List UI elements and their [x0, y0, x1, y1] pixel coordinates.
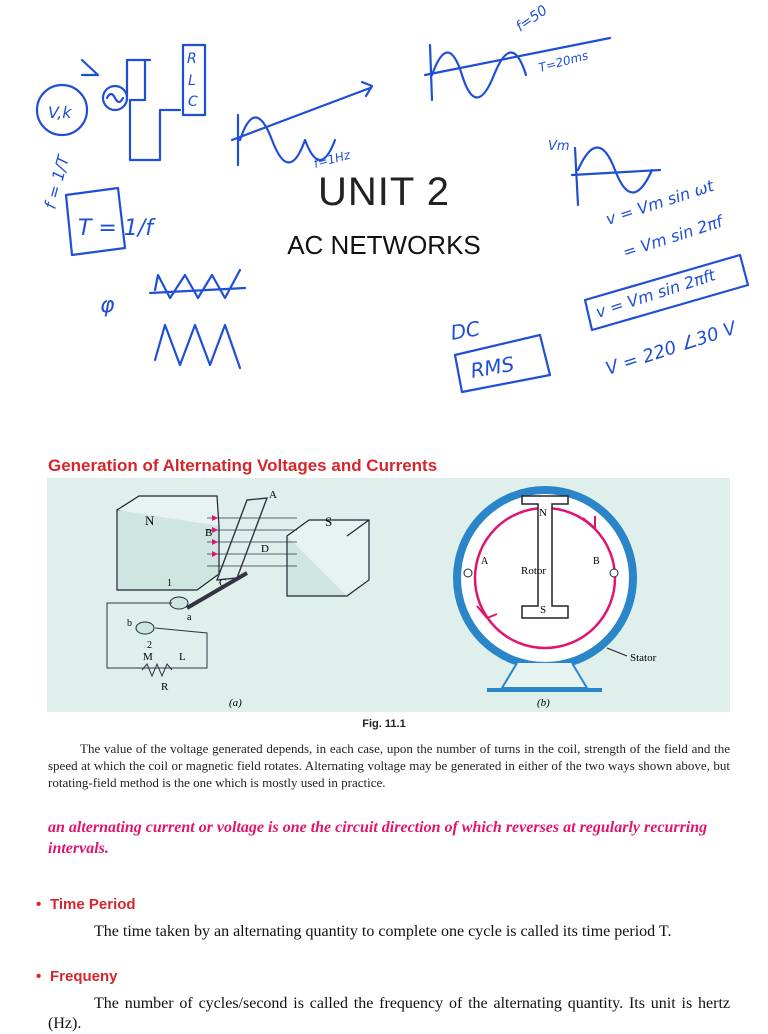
hand-sine-top	[423, 36, 612, 102]
hand-rms: RMS	[469, 352, 517, 383]
rotor-label: Rotor	[521, 565, 546, 577]
hand-source-wave	[105, 92, 125, 104]
hand-phi: φ	[100, 293, 115, 318]
figure-caption: Fig. 11.1	[362, 718, 406, 730]
terminal-b	[609, 568, 619, 578]
point-b-b-label: B	[593, 556, 600, 567]
figure-11-1: N S A B C D 1 a b 2	[47, 478, 730, 712]
bullet-time-period: • Time Period	[36, 896, 136, 913]
coil	[215, 497, 269, 581]
point-b-a-label: A	[481, 556, 489, 567]
rotor-pole-s: S	[540, 604, 546, 616]
point-d-label: D	[261, 543, 269, 555]
ring-label-a: a	[187, 612, 192, 623]
unit-subtitle: AC NETWORKS	[287, 230, 481, 260]
slip-ring-1	[169, 596, 189, 610]
unit-title: UNIT 2	[318, 170, 450, 214]
hand-phase-wave-1	[148, 268, 247, 300]
label-m: M	[143, 651, 153, 663]
bullet-heading-time-period: Time Period	[50, 896, 136, 913]
handwritten-annotations: V,k R L C f=50 T=20ms f=1Hz Vm f = 1/T T…	[35, 2, 750, 394]
hand-dc: DC	[449, 316, 482, 345]
hand-phase-wave-2	[153, 323, 242, 370]
shaft	[185, 571, 249, 610]
hand-tick	[80, 58, 100, 77]
hand-sine-center	[230, 80, 374, 167]
bullet-dot: •	[36, 896, 42, 913]
point-b-label: B	[205, 527, 212, 539]
hand-eq3-box	[583, 253, 750, 332]
rotor-pole-n: N	[539, 507, 547, 519]
section-heading: Generation of Alternating Voltages and C…	[48, 456, 438, 475]
ring-label-b: b	[127, 618, 132, 629]
pole-n-label: N	[145, 513, 155, 528]
time-period-text: The time taken by an alternating quantit…	[94, 923, 672, 940]
external-circuit	[106, 602, 208, 669]
fig-a-rotating-coil: N S A B C D 1 a b 2	[106, 489, 370, 709]
hand-t-formula: T = 1/f	[78, 216, 156, 241]
label-l: L	[179, 651, 186, 663]
ring-label-1: 1	[167, 578, 172, 589]
stator-pointer	[606, 647, 628, 657]
slip-ring-2	[135, 621, 155, 635]
frequency-text: The number of cycles/second is called th…	[48, 995, 730, 1032]
bullet-frequency: • Frequeny	[36, 968, 118, 985]
terminal-a	[463, 568, 473, 578]
hand-f1hz: f=1Hz	[312, 148, 352, 171]
rotation-arrow-left	[476, 605, 498, 619]
hand-circuit-wire	[125, 58, 182, 162]
hand-r: R	[187, 51, 197, 67]
resistor	[141, 662, 173, 678]
hand-vk: V,k	[48, 103, 72, 122]
hand-t20: T=20ms	[537, 48, 590, 75]
pole-s-label: S	[325, 514, 332, 529]
stator-base	[500, 662, 589, 689]
pole-s-top	[286, 519, 370, 597]
point-a-label: A	[269, 489, 277, 501]
generator-diagrams: N S A B C D 1 a b 2	[106, 486, 657, 709]
ac-definition: an alternating current or voltage is one…	[48, 819, 708, 857]
point-c-label: C	[219, 577, 226, 589]
hand-t-box	[64, 186, 127, 257]
hand-l: L	[188, 73, 196, 89]
hand-f50: f=50	[513, 2, 550, 35]
bullet-dot: •	[36, 968, 42, 985]
hand-c: C	[188, 94, 198, 110]
fig-a-caption: (a)	[229, 697, 242, 709]
hand-eq3: v = Vm sin 2πft	[593, 265, 718, 322]
hand-rms-box	[453, 333, 552, 394]
bullet-heading-frequency: Frequeny	[50, 968, 118, 985]
hand-rlc-box	[181, 43, 207, 117]
stator-label: Stator	[630, 652, 657, 664]
fig-b-caption: (b)	[537, 697, 550, 709]
hand-sine-vm	[570, 146, 662, 207]
hand-vm: Vm	[548, 139, 570, 154]
fig-b-rotating-field: N S Rotor A B Stator (b)	[453, 486, 657, 709]
hand-vk-circle	[35, 83, 89, 137]
body-paragraph: The value of the voltage generated depen…	[48, 741, 730, 790]
rotor	[521, 495, 569, 619]
hand-eq4: V = 220 ∠30 V	[603, 317, 740, 380]
ring-label-2: 2	[147, 640, 152, 651]
label-r: R	[161, 681, 169, 693]
pole-n-top	[116, 495, 220, 527]
rotation-arrow-right	[582, 516, 596, 529]
